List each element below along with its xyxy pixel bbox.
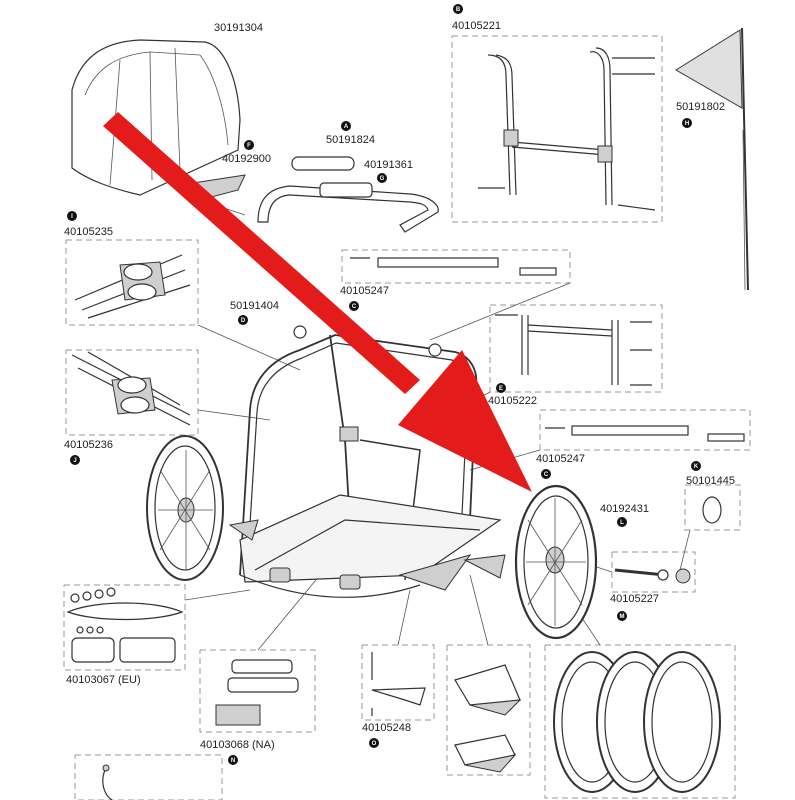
badge-letter-reflectors-na: N [231,758,235,764]
badge-axle-rod-upper [349,301,359,311]
badge-letter-wheel: L [620,520,624,526]
canopy-part [71,39,246,201]
label-bracket: 40105248 [362,722,411,734]
badge-hitch-upper [67,211,77,221]
axle-part [614,568,691,584]
badge-wheel [617,517,627,527]
right-wheel [514,484,598,640]
label-reflectors-na: 40103068 (NA) [200,739,275,751]
badge-letter-grip: A [344,124,349,130]
badge-letter-axle-rod-upper: C [352,304,357,310]
hubcap-part [702,496,722,524]
label-axle-rod-upper: 40105247 [340,285,389,297]
badge-cap [238,315,248,325]
axle-rod-lower-part [545,425,745,442]
trailer-frame [228,325,506,598]
badge-side-frame [496,383,506,393]
hitch-upper-part [74,254,191,319]
badge-letter-brake-plate: F [247,143,251,149]
arrow-shaft [103,112,420,394]
label-hitch-lower: 40105236 [64,439,113,451]
label-wheel: 40192431 [600,503,649,515]
cable-part [102,764,113,800]
badge-letter-axle: M [620,614,625,620]
badge-axle [617,611,627,621]
badge-bracket [369,738,379,748]
label-side-frame: 40105222 [488,395,537,407]
label-cap: 50191404 [230,300,279,312]
tire-parts [553,651,721,793]
badge-grip [341,121,351,131]
badge-axle-rod-lower [541,469,551,479]
badge-handle-frame [453,4,463,14]
label-handle-frame: 40105221 [452,20,501,32]
bracket-part [371,652,426,716]
badge-letter-push-bar: G [380,176,385,182]
badge-brake-plate [244,140,254,150]
label-push-bar: 40191361 [364,159,413,171]
label-reflectors-eu: 40103067 (EU) [66,674,141,686]
badge-letter-flag: H [685,121,689,127]
label-hitch-upper: 40105235 [64,226,113,238]
part-labels: 30191304 A 50191824 G 40191361 F 4019290… [64,4,735,765]
red-arrow [103,112,532,492]
badge-hubcap [691,461,701,471]
reflectors-eu-part [66,587,184,663]
badge-letter-hitch-upper: I [71,214,73,220]
badge-letter-cap: D [241,318,246,324]
badge-letter-hubcap: K [694,464,699,470]
label-hubcap: 50101445 [686,475,735,487]
label-flag: 50191802 [676,101,725,113]
label-axle: 40105227 [610,593,659,605]
push-bar-part [257,156,439,233]
reflectors-na-part [215,659,299,726]
badge-hitch-lower [70,455,80,465]
side-frame-part [495,314,652,386]
arrow-head [398,350,532,492]
hitch-lower-part [71,351,191,426]
handle-frame-part [478,47,656,211]
badge-letter-axle-rod-lower: C [544,472,549,478]
left-wheel [146,435,224,581]
label-axle-rod-lower: 40105247 [536,453,585,465]
label-grip: 50191824 [326,134,375,146]
badge-letter-bracket: O [372,741,377,747]
axle-rod-upper-part [350,257,557,276]
badge-letter-hitch-lower: J [73,458,76,464]
badge-letter-handle-frame: B [456,7,461,13]
label-brake-plate: 40192900 [222,153,271,165]
badge-flag [682,118,692,128]
badge-letter-side-frame: E [499,386,503,392]
mudflap-parts [454,664,522,773]
flag-part [675,27,749,291]
badge-push-bar [377,173,387,183]
label-canopy: 30191304 [214,22,263,34]
badge-reflectors-na [228,755,238,765]
